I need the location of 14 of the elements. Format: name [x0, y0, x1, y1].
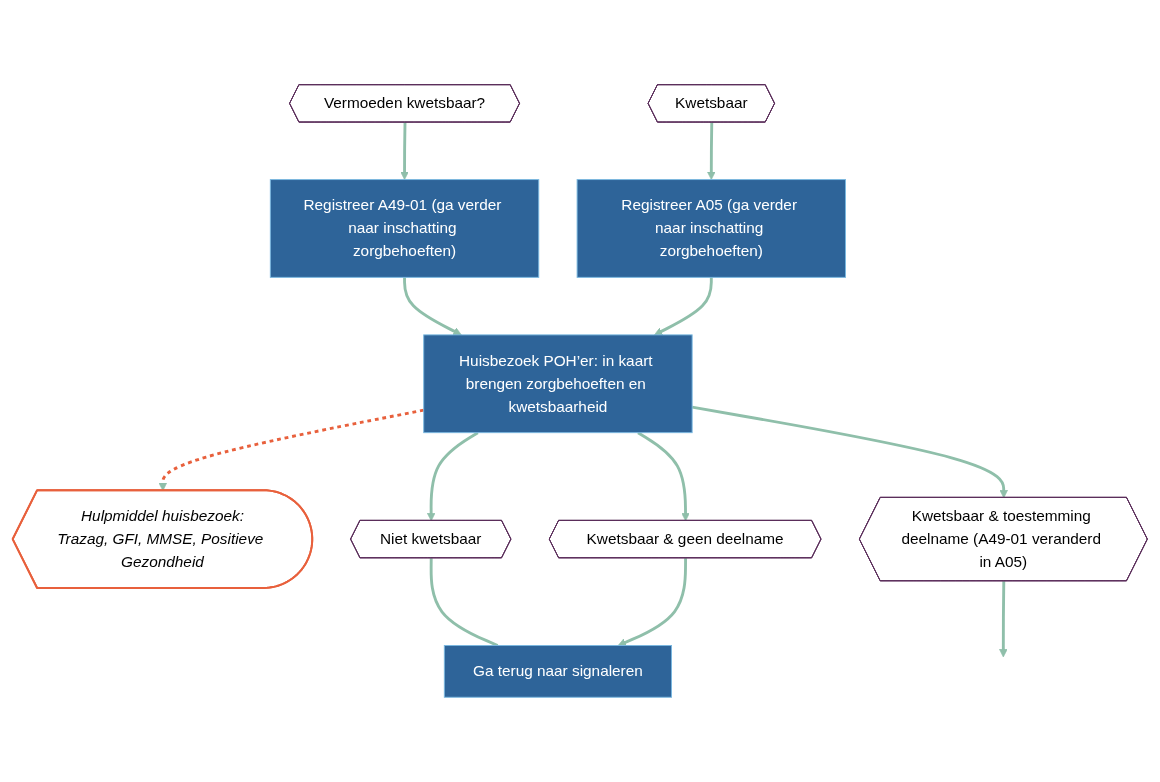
node-box: Huisbezoek POH’er: in kaart brengen zorgbehoeften en kwetsbaarheid	[423, 334, 693, 434]
arrow	[617, 558, 688, 647]
arrow	[400, 122, 409, 180]
arrow	[654, 277, 713, 336]
arrow	[426, 431, 479, 522]
arrow	[637, 431, 690, 522]
node-box: Registreer A05 (ga verder naar inschatting zorgbehoeften)	[576, 179, 846, 278]
node-box: Registreer A49-01 (ga verder naar inschatting zorgbehoeften)	[269, 179, 540, 278]
arrow	[403, 277, 462, 336]
arrow	[999, 581, 1008, 658]
node-box: Ga terug naar signaleren	[443, 645, 672, 698]
connector	[429, 558, 499, 647]
arrow	[707, 122, 716, 180]
arrow	[691, 405, 1008, 499]
